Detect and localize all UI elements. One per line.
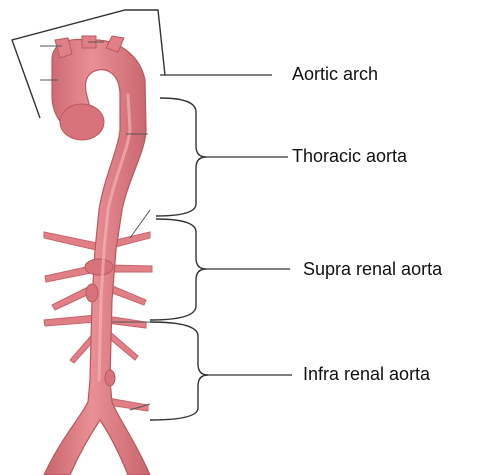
label-aortic-arch: Aortic arch [292, 64, 378, 84]
supra-renal-brace [150, 219, 206, 320]
label-thoracic-aorta: Thoracic aorta [292, 146, 407, 166]
aorta-vessel [44, 40, 150, 475]
infra-renal-brace [150, 322, 208, 420]
thoracic-brace [156, 98, 206, 216]
label-supra-renal-aorta: Supra renal aorta [303, 259, 442, 279]
label-infra-renal-aorta: Infra renal aorta [303, 364, 430, 384]
curly-braces [150, 98, 208, 420]
pointer-lines [160, 75, 292, 375]
aortic-root [60, 104, 104, 140]
